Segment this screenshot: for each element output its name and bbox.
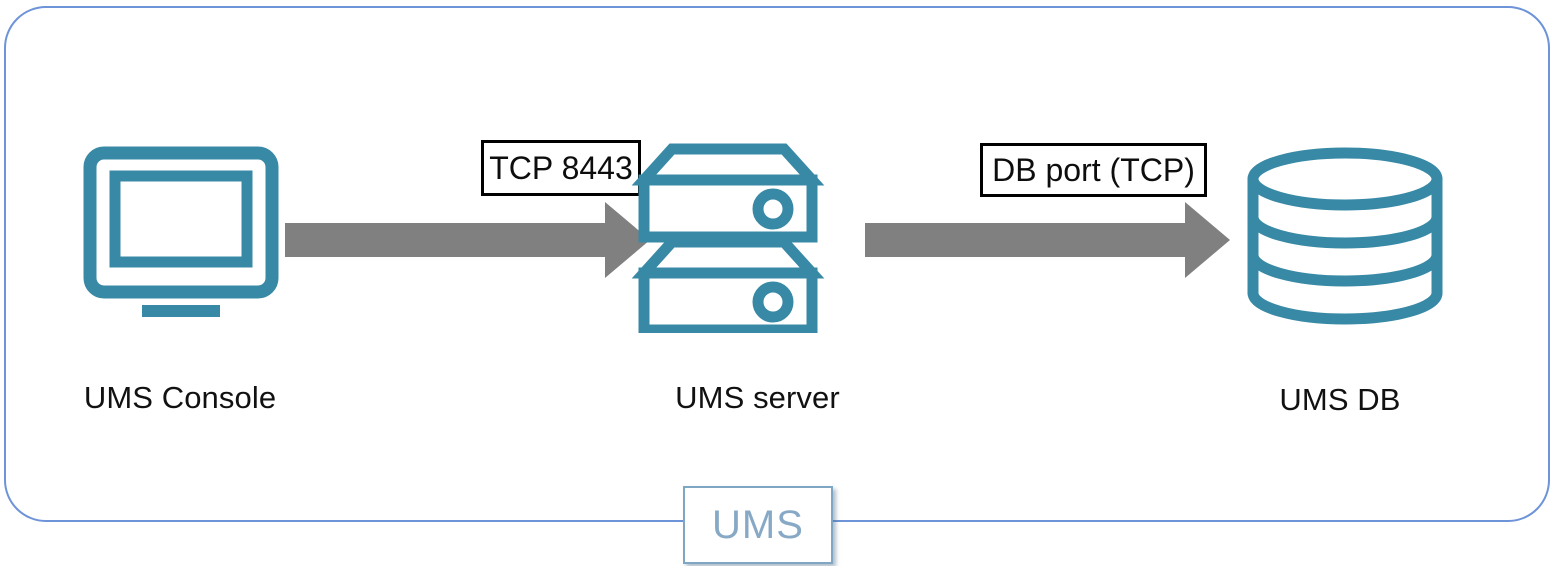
port-label-server-to-db: DB port (TCP): [980, 143, 1207, 197]
node-label-ums-server: UMS server: [675, 380, 840, 415]
node-label-ums-console: UMS Console: [83, 380, 277, 415]
node-label-ums-db: UMS DB: [1279, 382, 1401, 417]
port-label-text: TCP 8443: [489, 150, 633, 186]
monitor-icon: [83, 146, 279, 317]
node-ums-console[interactable]: UMS Console: [0, 140, 360, 415]
server-stack-icon: [631, 143, 825, 336]
port-label-console-to-server: TCP 8443: [481, 140, 641, 196]
zone-badge-ums: UMS: [683, 486, 833, 564]
node-ums-server[interactable]: UMS server: [600, 138, 915, 415]
node-ums-db[interactable]: UMS DB: [1190, 145, 1490, 417]
arrow-server-to-db: [860, 198, 1235, 282]
database-cylinder-icon: [1247, 147, 1443, 325]
zone-badge-label: UMS: [712, 503, 804, 547]
arrow-console-to-server: [280, 198, 655, 282]
port-label-text: DB port (TCP): [992, 152, 1195, 188]
